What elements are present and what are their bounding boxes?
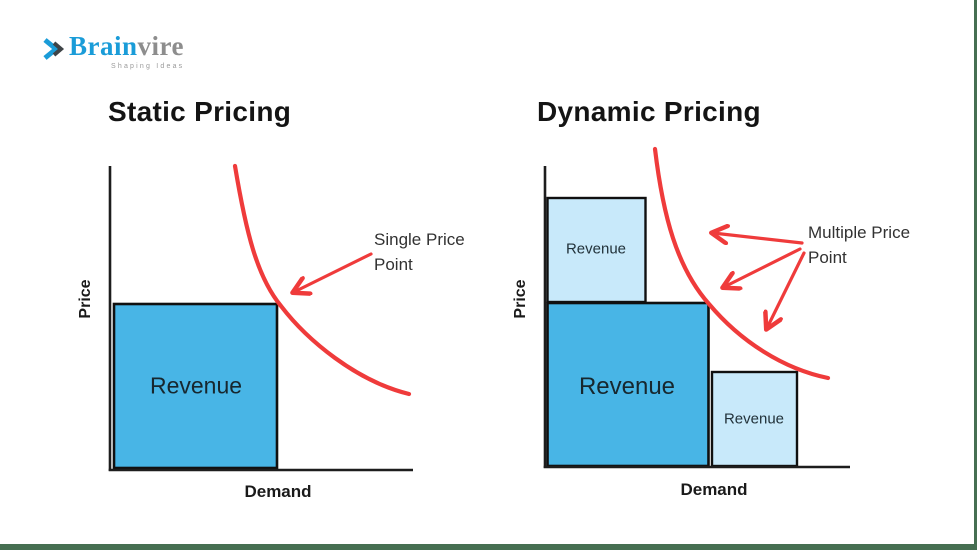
dynamic-demand-axis-label: Demand bbox=[680, 480, 748, 499]
single-price-point-annotation: Single Price Point bbox=[374, 227, 465, 277]
dynamic-revenue-bottom-label: Revenue bbox=[723, 410, 785, 428]
brand-name-secondary: vire bbox=[137, 31, 184, 61]
brainvire-wordmark: Brainvire Shaping Ideas bbox=[69, 31, 185, 71]
static-pricing-title: Static Pricing bbox=[108, 96, 292, 127]
dynamic-pricing-chart bbox=[543, 146, 850, 469]
multiple-price-point-line1: Multiple Price bbox=[808, 223, 911, 242]
brand-name-primary: Brain bbox=[69, 31, 138, 61]
dynamic-pricing-title: Dynamic Pricing bbox=[537, 96, 761, 127]
brainvire-logo: Brainvire Shaping Ideas bbox=[42, 33, 184, 70]
multiple-price-point-arrow-1 bbox=[713, 233, 804, 243]
static-revenue-rect bbox=[112, 302, 279, 470]
static-demand-axis-label: Demand bbox=[244, 482, 312, 501]
single-price-point-line2: Point bbox=[374, 255, 413, 274]
dynamic-revenue-main-label: Revenue bbox=[578, 373, 676, 400]
static-price-axis-label: Price bbox=[77, 279, 94, 319]
single-price-point-line1: Single Price bbox=[374, 230, 465, 249]
brainvire-chevron-icon bbox=[43, 38, 65, 60]
static-revenue-label: Revenue bbox=[149, 372, 243, 399]
dynamic-revenue-rect-top bbox=[546, 196, 647, 304]
frame-edge-right bbox=[974, 0, 977, 550]
dynamic-demand-curve bbox=[652, 146, 831, 381]
multiple-price-point-arrow-2 bbox=[724, 247, 802, 287]
multiple-price-point-arrow-3 bbox=[767, 251, 806, 328]
brand-tagline: Shaping Ideas bbox=[111, 63, 185, 70]
dynamic-price-axis-label: Price bbox=[512, 279, 529, 319]
single-price-point-arrow bbox=[294, 252, 373, 292]
dynamic-revenue-rect-bottom bbox=[710, 370, 799, 468]
frame-edge-bottom bbox=[0, 544, 977, 550]
multiple-price-point-line2: Point bbox=[808, 248, 847, 267]
static-pricing-chart bbox=[108, 163, 413, 472]
multiple-price-point-annotation: Multiple Price Point bbox=[808, 220, 910, 270]
dynamic-revenue-top-label: Revenue bbox=[565, 240, 627, 258]
static-demand-curve bbox=[232, 163, 412, 397]
